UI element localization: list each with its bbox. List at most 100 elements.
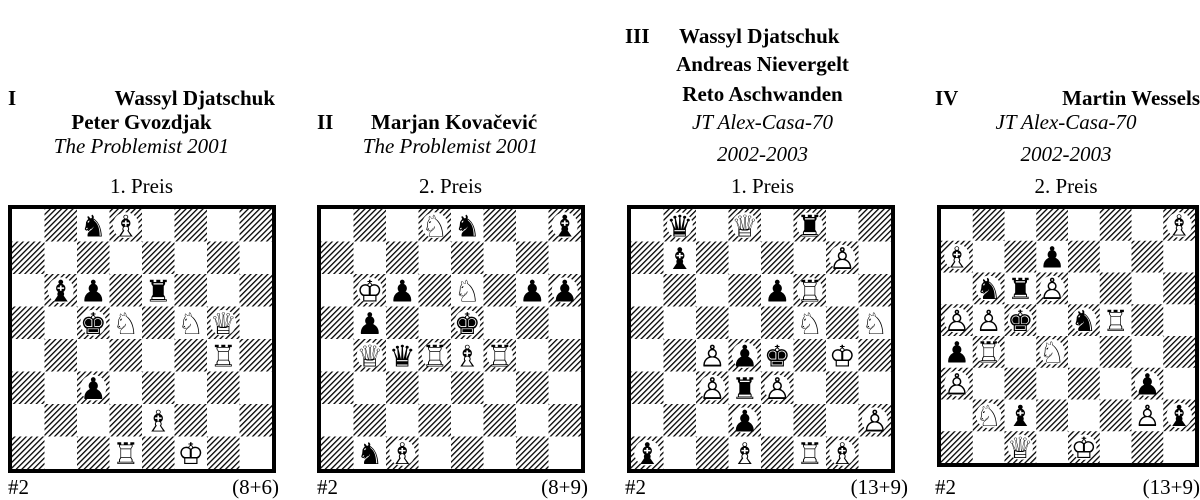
- problem-3-piece-count: (13+9): [851, 474, 908, 500]
- dark-square-c7: [386, 242, 419, 275]
- black-pawn-icon: ♟: [356, 307, 383, 342]
- dark-square-e3: [142, 372, 175, 405]
- problem-1-author-1: Wassyl Djatschuk: [115, 86, 275, 110]
- dark-square-f8: [484, 209, 517, 242]
- dark-square-f6: [1100, 273, 1132, 305]
- dark-square-f4: [794, 339, 827, 372]
- dark-square-h8: [859, 209, 892, 242]
- problem-2-header-line: II Marjan Kovačević: [317, 110, 602, 134]
- dark-square-b2: [354, 404, 387, 437]
- dark-square-a5: [631, 307, 664, 340]
- dark-square-c5: [696, 307, 729, 340]
- white-pawn-icon: ♙: [829, 242, 856, 277]
- black-bishop-icon: ♝: [634, 437, 661, 472]
- dark-square-g3: [826, 372, 859, 405]
- problem-3-header-line: III Wassyl Djatschuk: [625, 24, 910, 48]
- white-rook-icon: ♖: [796, 274, 823, 309]
- white-rook-icon: ♖: [976, 336, 1002, 370]
- white-pawn-icon: ♙: [699, 372, 726, 407]
- white-pawn-icon: ♙: [944, 367, 970, 401]
- dark-square-a3: [321, 372, 354, 405]
- problem-4-source: JT Alex-Casa-70: [935, 110, 1197, 134]
- white-pawn-icon: ♙: [1039, 272, 1065, 306]
- problem-3-stipulation: #2: [625, 474, 646, 500]
- problem-4-header-line: IV Martin Wessels: [935, 86, 1200, 110]
- black-king-icon: ♚: [80, 307, 107, 342]
- dark-square-g5: [516, 307, 549, 340]
- white-bishop-icon: ♗: [389, 437, 416, 472]
- black-knight-icon: ♞: [976, 272, 1002, 306]
- black-pawn-icon: ♟: [80, 372, 107, 407]
- white-bishop-icon: ♗: [145, 404, 172, 439]
- black-pawn-icon: ♟: [731, 339, 758, 374]
- problem-1-author-2: Peter Gvozdjak: [8, 110, 275, 134]
- dark-square-c7: [1005, 241, 1037, 273]
- black-pawn-icon: ♟: [519, 274, 546, 309]
- black-pawn-icon: ♟: [389, 274, 416, 309]
- dark-square-h4: [549, 339, 582, 372]
- white-rook-icon: ♖: [421, 339, 448, 374]
- problem-3-board: ♛♕♜♝♙♟♖♘♘♙♟♚♔♙♜♙♟♙♝♗♖♗: [627, 205, 895, 473]
- black-bishop-icon: ♝: [47, 274, 74, 309]
- dark-square-g7: [1132, 241, 1164, 273]
- dark-square-f2: [1100, 400, 1132, 432]
- black-knight-icon: ♞: [1071, 304, 1097, 338]
- white-knight-icon: ♘: [861, 307, 888, 342]
- problem-1-source: The Problemist 2001: [8, 134, 275, 158]
- dark-square-c5: [386, 307, 419, 340]
- dark-square-g7: [516, 242, 549, 275]
- white-knight-icon: ♘: [177, 307, 204, 342]
- dark-square-h4: [1163, 336, 1195, 368]
- white-king-icon: ♔: [177, 437, 204, 472]
- black-king-icon: ♚: [454, 307, 481, 342]
- white-queen-icon: ♕: [210, 307, 237, 342]
- dark-square-b8: [973, 209, 1005, 241]
- problem-2-piece-count: (8+9): [541, 474, 588, 500]
- white-rook-icon: ♖: [112, 437, 139, 472]
- problem-3-footer: #2 (13+9): [625, 474, 908, 500]
- dark-square-f2: [794, 404, 827, 437]
- problem-1-numeral: I: [8, 86, 16, 110]
- problem-4-footer: #2 (13+9): [935, 474, 1200, 500]
- white-pawn-icon: ♙: [944, 304, 970, 338]
- chessboard-svg: ♞♗♝♟♜♚♘♘♕♖♟♗♖♔: [8, 205, 276, 473]
- dark-square-e1: [142, 437, 175, 470]
- dark-square-a3: [12, 372, 45, 405]
- dark-square-b4: [45, 339, 78, 372]
- problem-2-footer: #2 (8+9): [317, 474, 588, 500]
- dark-square-a5: [321, 307, 354, 340]
- dark-square-d6: [419, 274, 452, 307]
- white-queen-icon: ♕: [356, 339, 383, 374]
- dark-square-f6: [175, 274, 208, 307]
- white-pawn-icon: ♙: [699, 339, 726, 374]
- black-rook-icon: ♜: [145, 274, 172, 309]
- black-knight-icon: ♞: [356, 437, 383, 472]
- dark-square-e7: [1068, 241, 1100, 273]
- white-king-icon: ♔: [829, 339, 856, 374]
- problem-1: I Wassyl Djatschuk Peter Gvozdjak The Pr…: [8, 0, 293, 500]
- white-rook-icon: ♖: [210, 339, 237, 374]
- dark-square-e1: [451, 437, 484, 470]
- problem-3-numeral: III: [625, 24, 650, 48]
- dark-square-c1: [696, 437, 729, 470]
- white-queen-icon: ♕: [731, 209, 758, 244]
- dark-square-e7: [761, 242, 794, 275]
- problem-2-board: ♘♞♝♔♟♘♟♟♟♚♕♛♖♗♖♞♗: [317, 205, 585, 473]
- dark-square-a3: [631, 372, 664, 405]
- problem-1-header-line: I Wassyl Djatschuk: [8, 86, 293, 110]
- dark-square-g1: [207, 437, 240, 470]
- dark-square-b2: [664, 404, 697, 437]
- dark-square-a1: [941, 431, 973, 463]
- problem-2-award: 2. Preis: [317, 174, 584, 198]
- white-bishop-icon: ♗: [829, 437, 856, 472]
- white-king-icon: ♔: [356, 274, 383, 309]
- problem-4-year: 2002-2003: [935, 142, 1197, 166]
- white-bishop-icon: ♗: [112, 209, 139, 244]
- dark-square-c3: [1005, 368, 1037, 400]
- problem-2-author-1: Marjan Kovačević: [371, 110, 537, 134]
- dark-square-f2: [484, 404, 517, 437]
- chessboard-svg: ♛♕♜♝♙♟♖♘♘♙♟♚♔♙♜♙♟♙♝♗♖♗: [627, 205, 895, 473]
- white-knight-icon: ♘: [796, 307, 823, 342]
- dark-square-e3: [451, 372, 484, 405]
- dark-square-h6: [1163, 273, 1195, 305]
